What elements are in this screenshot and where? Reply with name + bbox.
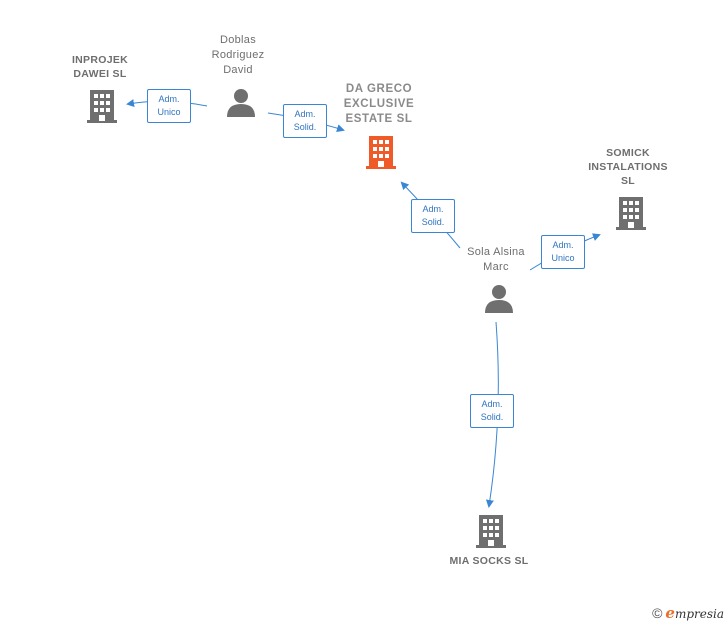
edge-label-line: Adm.	[481, 399, 503, 409]
node-label-inprojek[interactable]: INPROJEK DAWEI SL	[54, 53, 146, 81]
label-line: Rodriguez	[211, 49, 265, 61]
person-icon[interactable]	[225, 88, 257, 118]
label-line: Doblas	[219, 34, 257, 46]
label-line: SL	[620, 175, 636, 187]
edge-label-line: Unico	[157, 107, 181, 117]
brand-logo: empresia	[665, 604, 724, 622]
edge-label-line: Unico	[551, 253, 575, 263]
edge-label-line: Adm.	[158, 94, 180, 104]
edge-label-line: Adm.	[422, 204, 444, 214]
edge-label-doblas-inprojek[interactable]: Adm. Unico	[147, 89, 191, 123]
person-icon[interactable]	[483, 284, 515, 314]
label-line: INSTALATIONS	[588, 161, 668, 173]
footer-brand[interactable]: © empresia	[652, 604, 724, 622]
brand-rest: mpresia	[674, 607, 724, 621]
label-line: EXCLUSIVE	[343, 98, 415, 110]
edge-label-sola-dagreco[interactable]: Adm. Solid.	[411, 199, 455, 233]
label-line: INPROJEK	[71, 54, 129, 66]
label-line: MIA SOCKS SL	[449, 555, 529, 567]
label-line: David	[223, 64, 253, 76]
label-line: DA GRECO	[345, 83, 413, 95]
edge-label-sola-miasocks[interactable]: Adm. Solid.	[470, 394, 514, 428]
label-line: DAWEI SL	[73, 68, 127, 80]
building-icon[interactable]	[615, 195, 647, 231]
node-label-somick[interactable]: SOMICK INSTALATIONS SL	[578, 146, 678, 188]
node-label-dagreco[interactable]: DA GRECO EXCLUSIVE ESTATE SL	[330, 82, 428, 127]
edge-label-line: Adm.	[552, 240, 574, 250]
label-line: Sola Alsina	[467, 246, 525, 258]
copyright-symbol: ©	[652, 605, 663, 621]
building-icon[interactable]	[365, 134, 397, 170]
node-label-doblas[interactable]: Doblas Rodriguez David	[196, 33, 280, 78]
edge-label-line: Solid.	[480, 412, 504, 422]
edge-label-line: Solid.	[293, 122, 317, 132]
edge-label-doblas-dagreco[interactable]: Adm. Solid.	[283, 104, 327, 138]
brand-initial: e	[665, 604, 675, 622]
node-label-miasocks[interactable]: MIA SOCKS SL	[430, 554, 548, 568]
building-icon[interactable]	[475, 513, 507, 549]
label-line: SOMICK	[606, 147, 650, 159]
edge-label-line: Adm.	[294, 109, 316, 119]
edge-label-sola-somick[interactable]: Adm. Unico	[541, 235, 585, 269]
label-line: Marc	[483, 261, 509, 273]
label-line: ESTATE SL	[345, 113, 413, 125]
edge-label-line: Solid.	[421, 217, 445, 227]
building-icon[interactable]	[86, 88, 118, 124]
node-label-sola[interactable]: Sola Alsina Marc	[452, 245, 540, 275]
